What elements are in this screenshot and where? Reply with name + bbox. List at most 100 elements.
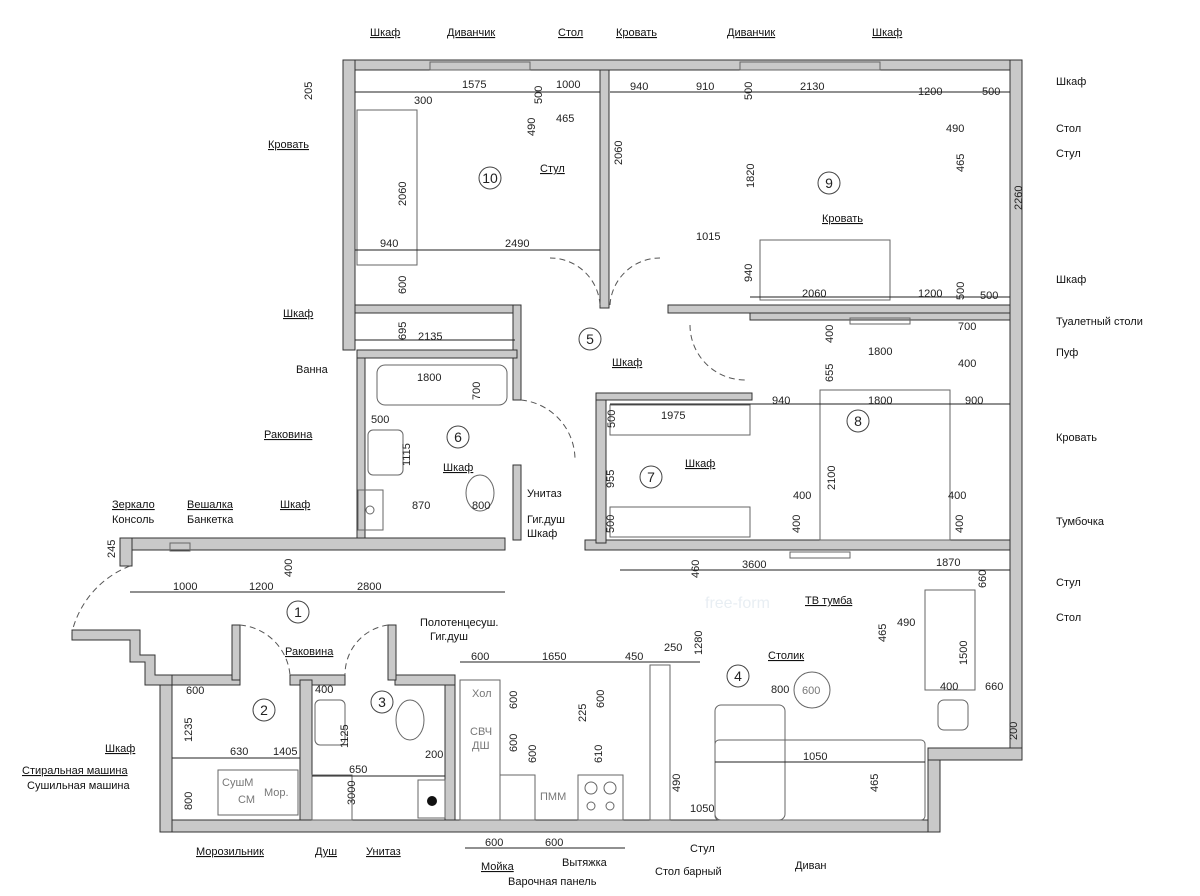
- dimension-value: 660: [985, 681, 1003, 693]
- room-number-text: 4: [734, 668, 742, 684]
- dimension-value: 460: [690, 560, 702, 578]
- furniture-label: Гиг.душ: [527, 514, 565, 526]
- dimension-value: 940: [630, 81, 648, 93]
- dimension-value: 2100: [826, 466, 838, 490]
- watermark: free-form: [705, 595, 770, 612]
- furniture-label: Шкаф: [612, 357, 642, 369]
- room-number-4: 4: [726, 664, 750, 688]
- appliance-label: ПММ: [540, 791, 566, 803]
- furniture-label: Стиральная машина: [22, 765, 128, 777]
- dimension-value: 1200: [249, 581, 273, 593]
- room-number-text: 3: [378, 694, 386, 710]
- furniture-label: Вытяжка: [562, 857, 608, 869]
- room-number-text: 9: [825, 175, 833, 191]
- dimension-value: 600: [545, 837, 563, 849]
- dimension-value: 400: [791, 515, 803, 533]
- dimension-value: 400: [958, 358, 976, 370]
- furniture-label: Диванчик: [727, 27, 775, 39]
- dimension-value: 1500: [958, 641, 970, 665]
- furniture-label: Шкаф: [105, 743, 135, 755]
- dimension-value: 1405: [273, 746, 297, 758]
- dimension-value: 600: [397, 276, 409, 294]
- dimension-value: 1575: [462, 79, 486, 91]
- dimension-value: 1280: [693, 631, 705, 655]
- dimension-value: 600: [527, 745, 539, 763]
- dimension-value: 1820: [745, 164, 757, 188]
- room-number-text: 6: [454, 429, 462, 445]
- furniture-label: Душ: [315, 846, 337, 858]
- dimension-value: 650: [349, 764, 367, 776]
- dimension-value: 2060: [613, 141, 625, 165]
- dimension-value: 500: [605, 515, 617, 533]
- furniture-label: Консоль: [112, 514, 155, 526]
- dimension-value: 400: [283, 559, 295, 577]
- dimension-value: 200: [425, 749, 443, 761]
- appliance-label: СВЧ: [470, 726, 492, 738]
- dimension-value: 450: [625, 651, 643, 663]
- dimension-value: 600: [186, 685, 204, 697]
- furniture-label: Унитаз: [366, 846, 401, 858]
- appliance-label: 600: [802, 685, 820, 697]
- furniture-label: Пуф: [1056, 347, 1078, 359]
- dimension-value: 490: [671, 774, 683, 792]
- furniture-label: Морозильник: [196, 846, 264, 858]
- dimension-value: 600: [508, 691, 520, 709]
- dimension-value: 1000: [173, 581, 197, 593]
- furniture-label: Полотенцесуш.: [420, 617, 498, 629]
- dimension-value: 465: [877, 624, 889, 642]
- dimension-value: 465: [955, 154, 967, 172]
- dimension-value: 2260: [1013, 186, 1025, 210]
- dimension-value: 400: [948, 490, 966, 502]
- room-number-text: 10: [482, 170, 498, 186]
- appliance-label: СушМ: [222, 777, 253, 789]
- room-number-5: 5: [578, 327, 602, 351]
- dimension-value: 2800: [357, 581, 381, 593]
- dimension-value: 400: [940, 681, 958, 693]
- furniture-label: Диван: [795, 860, 827, 872]
- room-number-10: 10: [478, 166, 502, 190]
- furniture-label: Кровать: [822, 213, 863, 225]
- room-numbers: 1 2 3 4 5 6 7 8 9 10: [252, 166, 870, 722]
- dimension-value: 490: [526, 118, 538, 136]
- dimension-value: 800: [472, 500, 490, 512]
- dimension-value: 940: [743, 264, 755, 282]
- dimension-value: 610: [593, 745, 605, 763]
- furniture-label: Кровать: [1056, 432, 1097, 444]
- room-number-text: 7: [647, 469, 655, 485]
- room-number-text: 8: [854, 413, 862, 429]
- furniture-label: Стол барный: [655, 866, 722, 878]
- dimension-value: 490: [897, 617, 915, 629]
- furniture-label: Шкаф: [370, 27, 400, 39]
- dimension-value: 655: [824, 364, 836, 382]
- furniture-label: Шкаф: [685, 458, 715, 470]
- dimension-value: 1115: [401, 443, 413, 466]
- furniture-label: Шкаф: [1056, 76, 1086, 88]
- dimension-value: 1050: [690, 803, 714, 815]
- dimension-value: 940: [772, 395, 790, 407]
- furniture-label: Шкаф: [1056, 274, 1086, 286]
- dimension-value: 600: [595, 690, 607, 708]
- furniture-label: Тумбочка: [1056, 516, 1105, 528]
- furniture-label: Раковина: [285, 646, 334, 658]
- dimension-value: 1235: [183, 718, 195, 742]
- dimension-value: 800: [183, 792, 195, 810]
- room-number-text: 2: [260, 702, 268, 718]
- furniture-label: Кровать: [616, 27, 657, 39]
- dimension-value: 700: [958, 321, 976, 333]
- dimension-value: 1870: [936, 557, 960, 569]
- furniture-label: Туалетный столи: [1056, 316, 1143, 328]
- dimension-value: 400: [793, 490, 811, 502]
- dimension-value: 2130: [800, 81, 824, 93]
- room-number-1: 1: [286, 600, 310, 624]
- furniture-label: Гиг.душ: [430, 631, 468, 643]
- furniture-label: Варочная панель: [508, 876, 597, 888]
- dimension-value: 400: [315, 684, 333, 696]
- dimension-value: 2060: [397, 182, 409, 206]
- dimension-value: 870: [412, 500, 430, 512]
- room-number-3: 3: [370, 690, 394, 714]
- dimension-value: 600: [485, 837, 503, 849]
- furniture-label: Стул: [1056, 577, 1081, 589]
